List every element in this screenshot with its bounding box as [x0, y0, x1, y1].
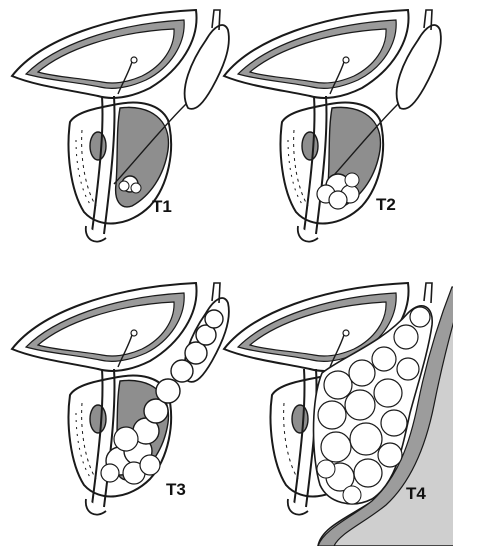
panel-t4: T4	[212, 273, 453, 546]
panel-t1: T1	[0, 0, 241, 273]
panel-t2: T2	[212, 0, 453, 273]
prostate-diagram-t4: T4	[212, 273, 453, 546]
stage-label-t2: T2	[376, 195, 396, 214]
stage-label-t3: T3	[166, 480, 186, 499]
stage-label-t1: T1	[152, 197, 172, 216]
verumontanum	[90, 132, 106, 160]
prostate-diagram-t3: T3	[0, 273, 241, 546]
stage-label-t4: T4	[406, 484, 426, 503]
prostate-diagram-t1: T1	[0, 0, 241, 273]
prostate-diagram-t2: T2	[212, 0, 453, 273]
panel-t3: T3	[0, 273, 241, 546]
